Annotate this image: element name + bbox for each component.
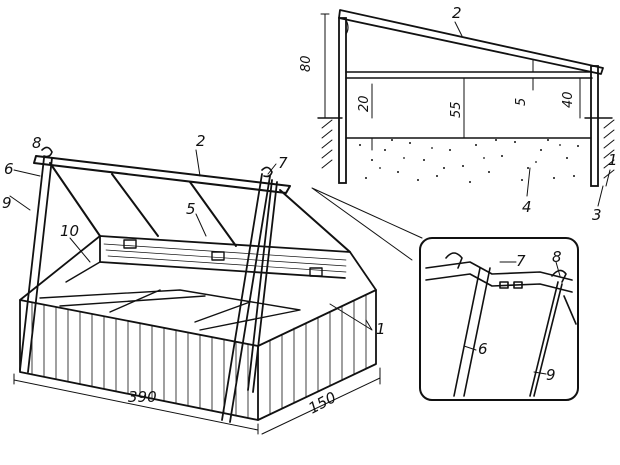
back-boards bbox=[103, 243, 347, 273]
section-label-soil: 4 bbox=[522, 198, 532, 216]
main-label-pole: 6 bbox=[4, 160, 14, 178]
dim-rear-height: 40 bbox=[561, 91, 576, 108]
detail-label-stay: 9 bbox=[546, 366, 556, 384]
ground-hatch-right bbox=[603, 119, 615, 179]
dim-rise: 5 bbox=[514, 98, 529, 106]
poles bbox=[19, 157, 278, 423]
detail-content bbox=[425, 252, 577, 397]
main-label-handle: 5 bbox=[186, 200, 196, 218]
hook-left bbox=[41, 146, 53, 158]
dim-total-height: 80 bbox=[299, 55, 314, 72]
section-label-wall-alt: 1 bbox=[608, 151, 618, 169]
dim-lower-height: 20 bbox=[357, 95, 372, 112]
dim-length: 390 bbox=[128, 388, 157, 406]
ground-hatch-left bbox=[321, 119, 333, 169]
handles bbox=[123, 239, 323, 277]
section-label-roof: 2 bbox=[452, 4, 462, 22]
main-label-hook-right: 7 bbox=[278, 154, 288, 172]
main-label-partition: 10 bbox=[60, 222, 79, 240]
interior-frame bbox=[39, 261, 301, 331]
main-label-frame: 2 bbox=[196, 132, 206, 150]
section-view: 80 20 55 5 40 2 4 3 1 bbox=[299, 4, 618, 224]
main-label-pole-outer: 9 bbox=[2, 194, 12, 212]
detail-label-hook-left: 7 bbox=[516, 252, 526, 270]
detail-connector bbox=[311, 187, 423, 261]
end-boards bbox=[269, 294, 367, 415]
section-left-wall bbox=[338, 17, 347, 184]
section-soil bbox=[359, 139, 579, 183]
section-roof bbox=[338, 9, 604, 75]
detail-view: 7 8 6 9 bbox=[311, 187, 579, 401]
section-label-wall: 3 bbox=[592, 206, 602, 224]
lid-frame bbox=[33, 155, 351, 253]
section-frame bbox=[345, 71, 593, 79]
main-label-panel: 1 bbox=[376, 320, 386, 338]
hook-right bbox=[261, 166, 273, 178]
section-right-wall bbox=[590, 65, 599, 187]
dim-width: 150 bbox=[305, 388, 339, 417]
main-label-hook-left: 8 bbox=[32, 134, 42, 152]
detail-label-pole: 6 bbox=[478, 340, 488, 358]
main-view: 390 150 8 2 7 6 9 10 5 1 bbox=[2, 132, 386, 435]
dim-inner-height: 55 bbox=[449, 101, 464, 118]
detail-label-hook-right: 8 bbox=[552, 248, 562, 266]
